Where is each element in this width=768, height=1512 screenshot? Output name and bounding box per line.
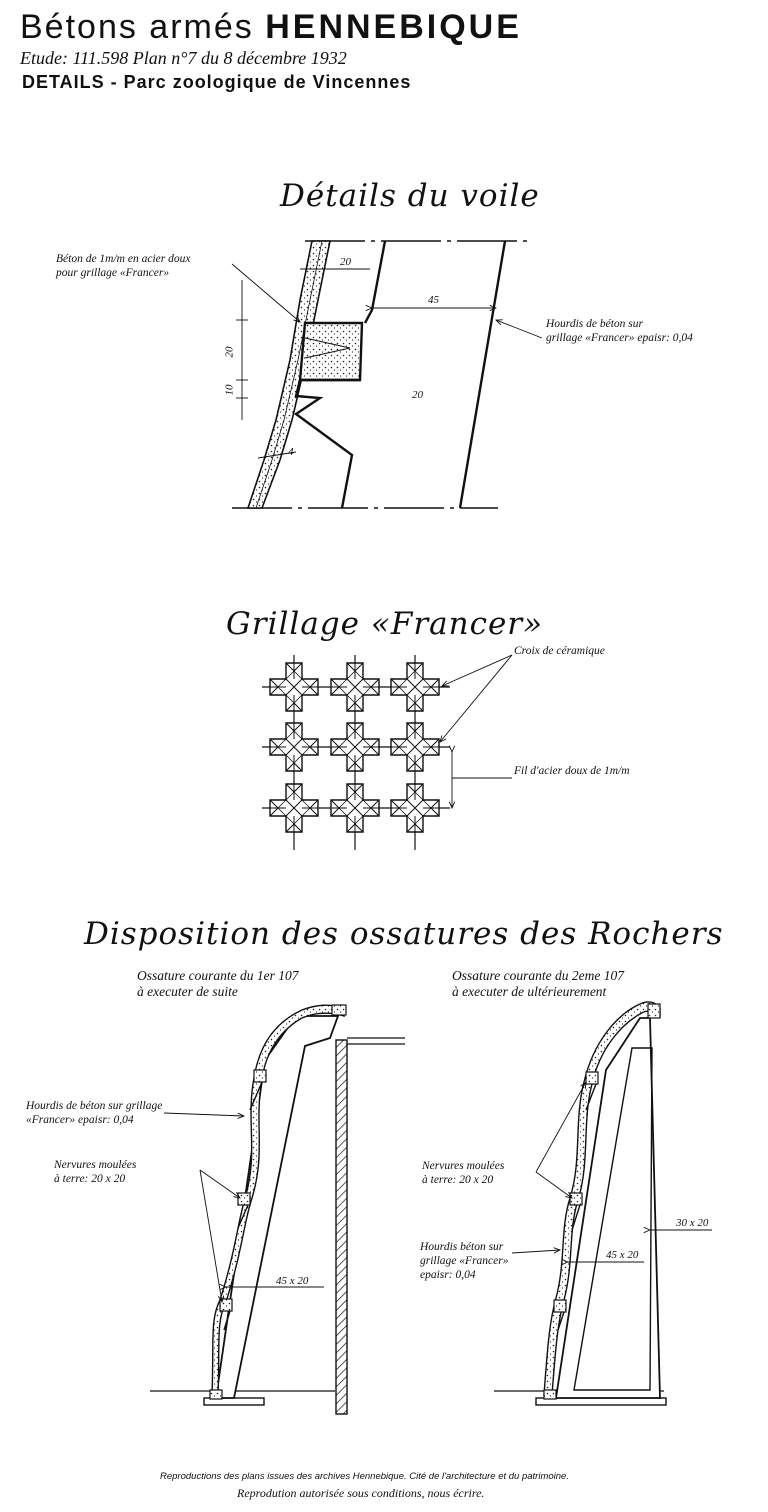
footer-reproduction: Reprodution autorisée sous conditions, n…: [237, 1486, 485, 1500]
voile-label-beton-line1: Béton de 1m/m en acier doux: [56, 253, 191, 265]
title-brand: HENNEBIQUE: [265, 8, 522, 46]
rochers-right-label-hourdis-line2: grillage «Francer»: [420, 1255, 509, 1267]
voile-label-hourdis: Hourdis de béton sur grillage «Francer» …: [546, 317, 693, 345]
voile-drawing: [231, 240, 543, 509]
rochers-left-label-nervures: Nervures moulées à terre: 20 x 20: [54, 1158, 136, 1186]
rochers-right-drawing: [494, 1001, 712, 1406]
voile-dim-10-vert: 10: [223, 384, 236, 396]
rochers-right-label-nervures-line1: Nervures moulées: [422, 1160, 505, 1172]
rochers-left-heading-line2: à executer de suite: [137, 984, 238, 999]
voile-dim-4: 4: [288, 446, 294, 458]
rochers-right-label-hourdis-line3: epaisr: 0,04: [420, 1269, 476, 1281]
voile-dim-20-top: 20: [340, 256, 351, 268]
details-line: DETAILS - Parc zoologique de Vincennes: [22, 72, 412, 92]
rochers-left-label-hourdis: Hourdis de béton sur grillage «Francer» …: [26, 1099, 162, 1127]
rochers-right-dim-45x20: 45 x 20: [606, 1249, 639, 1261]
grillage-label-croix: Croix de céramique: [514, 645, 605, 657]
rochers-right-heading-line2: à executer de ultérieurement: [452, 984, 607, 999]
rochers-left-heading: Ossature courante du 1er 107 à executer …: [137, 968, 299, 1000]
rochers-right-heading: Ossature courante du 2eme 107 à executer…: [452, 968, 624, 1000]
page-title: Bétons armés HENNEBIQUE: [20, 8, 522, 47]
title-prefix: Bétons armés: [20, 8, 254, 46]
rochers-left-label-hourdis-line2: «Francer» epaisr: 0,04: [26, 1114, 134, 1126]
grillage-label-fil: Fil d'acier doux de 1m/m: [514, 765, 630, 777]
rochers-right-label-nervures-line2: à terre: 20 x 20: [422, 1174, 494, 1186]
rochers-right-heading-line1: Ossature courante du 2eme 107: [452, 968, 624, 983]
voile-title: Détails du voile: [280, 178, 540, 214]
voile-dim-20-body: 20: [412, 389, 423, 401]
voile-label-beton-line2: pour grillage «Francer»: [56, 267, 170, 279]
rochers-title: Disposition des ossatures des Rochers: [84, 916, 724, 952]
rochers-left-label-nervures-line2: à terre: 20 x 20: [54, 1173, 126, 1185]
rochers-left-heading-line1: Ossature courante du 1er 107: [137, 968, 299, 983]
grillage-drawing: [262, 654, 513, 850]
rochers-left-drawing: [150, 1004, 405, 1415]
rochers-right-dim-30x20: 30 x 20: [676, 1217, 709, 1229]
voile-dim-20-vert: 20: [223, 346, 236, 358]
rochers-left-label-hourdis-line1: Hourdis de béton sur grillage: [26, 1100, 163, 1112]
voile-dim-45: 45: [428, 294, 439, 306]
rochers-left-label-nervures-line1: Nervures moulées: [54, 1159, 137, 1171]
study-line: Etude: 111.598 Plan n°7 du 8 décembre 19…: [20, 48, 347, 68]
voile-label-hourdis-line1: Hourdis de béton sur: [546, 318, 644, 330]
rochers-right-label-hourdis: Hourdis béton sur grillage «Francer» epa…: [420, 1240, 508, 1282]
rochers-left-dim-45x20: 45 x 20: [276, 1275, 309, 1287]
rochers-right-label-nervures: Nervures moulées à terre: 20 x 20: [422, 1159, 504, 1187]
rochers-right-label-hourdis-line1: Hourdis béton sur: [420, 1241, 504, 1253]
footer-credit: Reproductions des plans issues des archi…: [160, 1471, 569, 1482]
voile-label-beton: Béton de 1m/m en acier doux pour grillag…: [56, 252, 190, 280]
voile-label-hourdis-line2: grillage «Francer» epaisr: 0,04: [546, 332, 693, 344]
grillage-title: Grillage «Francer»: [226, 606, 544, 642]
